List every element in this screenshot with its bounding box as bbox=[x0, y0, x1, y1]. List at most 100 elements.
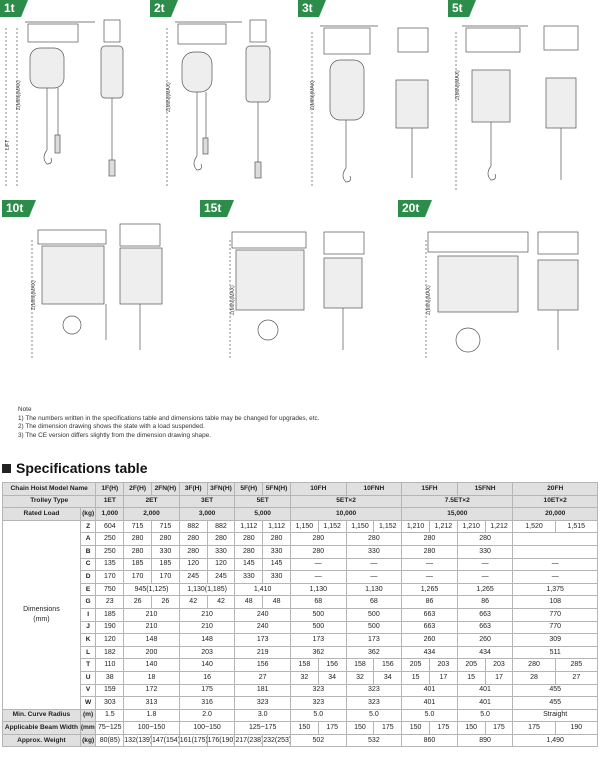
table-cell: 132(139) bbox=[123, 733, 152, 748]
table-cell: 210 bbox=[178, 607, 236, 622]
drawing-panel-3t: 3t Z(MIN)(MAX) bbox=[298, 0, 446, 200]
table-cell: 34 bbox=[373, 670, 403, 685]
table-cell: 280 bbox=[456, 532, 514, 546]
table-cell: 68 bbox=[289, 595, 347, 609]
trolley-cell: 2ET bbox=[123, 494, 180, 509]
rated-load-header: Rated Load bbox=[2, 507, 81, 521]
dimension-key: C bbox=[79, 557, 97, 572]
load-cell: 2,000 bbox=[123, 507, 180, 521]
table-cell: 1,265 bbox=[456, 582, 514, 597]
drawing-panel-5t: 5t Z(MIN)(MAX) bbox=[448, 0, 600, 200]
table-cell: 882 bbox=[178, 519, 208, 534]
table-cell: 173 bbox=[289, 633, 347, 647]
table-cell: 303 bbox=[95, 696, 125, 710]
table-cell: 16 bbox=[178, 670, 236, 685]
table-cell: 120 bbox=[95, 633, 125, 647]
table-cell: 150 bbox=[345, 721, 375, 735]
table-cell: 203 bbox=[428, 658, 458, 672]
notes-block: Note 1) The numbers written in the speci… bbox=[18, 406, 319, 440]
table-cell: 245 bbox=[206, 570, 236, 584]
table-cell: 34 bbox=[317, 670, 347, 685]
table-cell: 170 bbox=[151, 570, 180, 584]
trolley-cell: 5ET bbox=[234, 494, 291, 509]
trolley-cell: 5ET×2 bbox=[289, 494, 403, 509]
table-cell: 140 bbox=[178, 658, 236, 672]
table-cell: 1,112 bbox=[234, 519, 264, 534]
table-cell: 150 bbox=[401, 721, 430, 735]
table-cell: 500 bbox=[289, 620, 347, 635]
model-cell: 10FH bbox=[289, 482, 347, 496]
table-cell: 280 bbox=[206, 532, 236, 546]
dim-row-e: E 750 945(1,125) 1,130(1,185) 1,410 1,13… bbox=[3, 582, 598, 597]
drawing-panel-10t: 10t Z(MIN)(MAX) bbox=[2, 200, 198, 370]
table-cell: 176(190) bbox=[206, 733, 236, 748]
dimension-key: V bbox=[79, 683, 97, 698]
table-cell: 148 bbox=[123, 633, 180, 647]
z-label: Z(MIN)(MAX) bbox=[16, 80, 22, 110]
hoist-dimension-drawing: Z(MIN)(MAX) bbox=[425, 231, 579, 360]
table-cell: 15 bbox=[401, 670, 430, 685]
model-cell: 5F(H) bbox=[234, 482, 264, 496]
svg-text:Z(MIN)(MAX): Z(MIN)(MAX) bbox=[310, 80, 316, 110]
table-cell: 182 bbox=[95, 645, 125, 660]
capacity-badge: 3t bbox=[298, 0, 326, 17]
table-cell: 135 bbox=[95, 557, 125, 572]
table-cell: 75~125 bbox=[95, 721, 125, 735]
table-cell: 260 bbox=[456, 633, 514, 647]
table-cell: 1,112 bbox=[262, 519, 291, 534]
table-cell: 190 bbox=[554, 721, 599, 735]
table-cell: 260 bbox=[401, 633, 458, 647]
dim-row-w: W 303 313 316 323 323 323 401 401 455 bbox=[3, 696, 598, 710]
table-cell: 86 bbox=[456, 595, 514, 609]
load-cell: 3,000 bbox=[178, 507, 236, 521]
table-cell: 280 bbox=[289, 532, 347, 546]
table-cell: 170 bbox=[123, 570, 152, 584]
table-cell: 175 bbox=[178, 683, 236, 698]
table-cell: — bbox=[401, 557, 458, 572]
weight-row: Approx. Weight (kg) 80(85) 132(139) 147(… bbox=[2, 733, 598, 748]
model-cell: 1F(H) bbox=[95, 482, 125, 496]
dimensions-label: Dimensions(mm) bbox=[2, 519, 81, 710]
table-cell: 280 bbox=[401, 532, 458, 546]
table-cell: 1,210 bbox=[401, 519, 430, 534]
unit-label: (m) bbox=[79, 708, 97, 723]
table-cell: 1,375 bbox=[512, 582, 598, 597]
table-cell: 26 bbox=[151, 595, 180, 609]
table-cell: 309 bbox=[512, 633, 598, 647]
table-cell: 362 bbox=[289, 645, 347, 660]
load-cell: 5,000 bbox=[234, 507, 291, 521]
dim-row-l: L 182 200 203 219 362 362 434 434 511 bbox=[3, 645, 598, 660]
table-cell: 250 bbox=[95, 532, 125, 546]
table-cell: 5.0 bbox=[401, 708, 458, 723]
capacity-badge: 10t bbox=[2, 200, 37, 217]
table-cell: 1,130(1,185) bbox=[178, 582, 236, 597]
table-cell: 32 bbox=[289, 670, 319, 685]
table-cell: — bbox=[456, 557, 514, 572]
table-cell: — bbox=[456, 570, 514, 584]
table-cell: 161(175) bbox=[178, 733, 208, 748]
table-cell: 500 bbox=[289, 607, 347, 622]
table-cell: 48 bbox=[234, 595, 264, 609]
table-cell: 663 bbox=[456, 620, 514, 635]
table-cell: 173 bbox=[234, 633, 291, 647]
dimension-key: I bbox=[79, 607, 97, 622]
table-cell: 434 bbox=[401, 645, 458, 660]
square-bullet-icon bbox=[2, 463, 11, 473]
dimension-key: A bbox=[79, 532, 97, 546]
load-cell: 10,000 bbox=[289, 507, 403, 521]
note-line: 1) The numbers written in the specificat… bbox=[18, 414, 320, 422]
table-cell: 1,130 bbox=[345, 582, 403, 597]
table-cell: 715 bbox=[123, 519, 152, 534]
table-cell: 750 bbox=[95, 582, 125, 597]
table-cell: 148 bbox=[178, 633, 236, 647]
unit-label: (mm) bbox=[79, 721, 97, 735]
beam-width-label: Applicable Beam Width bbox=[2, 721, 81, 735]
table-cell: 181 bbox=[234, 683, 291, 698]
table-cell: 1,515 bbox=[554, 519, 599, 534]
table-cell: 2.0 bbox=[178, 708, 236, 723]
table-cell: 15 bbox=[456, 670, 486, 685]
table-cell: 1,265 bbox=[401, 582, 458, 597]
trolley-cell: 3ET bbox=[178, 494, 236, 509]
table-cell: 205 bbox=[401, 658, 430, 672]
table-cell: 323 bbox=[289, 696, 347, 710]
